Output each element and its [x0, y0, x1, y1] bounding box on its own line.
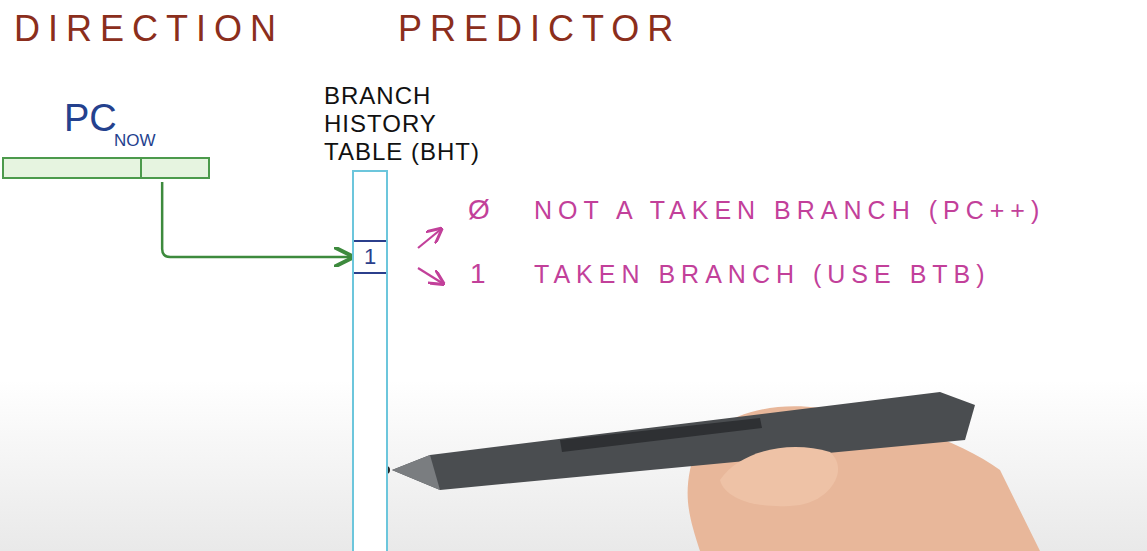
shadow-ground: [0, 380, 1147, 551]
outcome-arrow: [418, 230, 440, 248]
diagram-title: DIRECTION PREDICTOR: [14, 8, 681, 50]
register-divider: [140, 159, 142, 177]
table-entry: 1: [354, 240, 386, 274]
pen-tip: [392, 455, 440, 490]
pc-register: PCNOW: [2, 157, 210, 179]
register-subscript: NOW: [114, 131, 156, 151]
table-heading: BRANCH HISTORY TABLE (BHT): [324, 82, 494, 166]
pen-grip: [560, 418, 762, 452]
connector-arrow: [162, 182, 352, 257]
outcome-text: TAKEN BRANCH (USE BTB): [534, 260, 991, 289]
entry-bit: 1: [354, 244, 386, 270]
outcome-bit: 1: [470, 258, 486, 290]
outcome-arrow: [418, 268, 442, 283]
thumb-shape: [720, 447, 838, 506]
outcome-text: NOT A TAKEN BRANCH (PC++): [534, 196, 1045, 225]
branch-history-table: BRANCH HISTORY TABLE (BHT)1: [352, 170, 388, 551]
register-name: PC: [64, 97, 117, 140]
pen-body: [392, 392, 975, 490]
outcome-bit: Ø: [468, 194, 490, 226]
